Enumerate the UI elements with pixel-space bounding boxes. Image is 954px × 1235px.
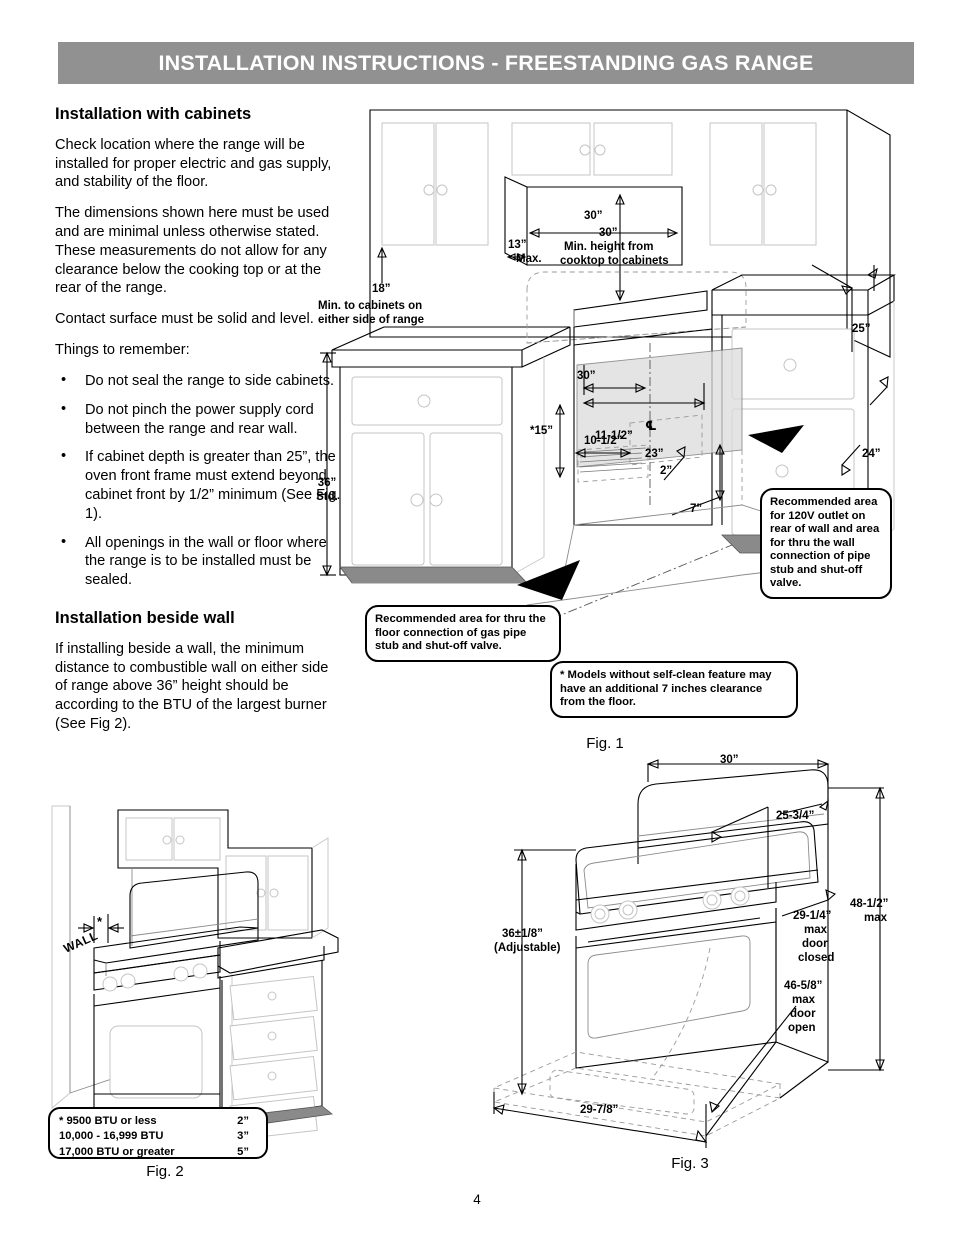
dim-25-3-4in-depth: 25-3/4”	[776, 810, 815, 822]
list-item: • All openings in the wall or floor where…	[55, 534, 343, 590]
dim-46-5-8in-line4: open	[788, 1022, 816, 1034]
dim-23in: 23”	[645, 448, 664, 460]
bullet-icon: •	[61, 400, 67, 417]
dim-48-1-2in-line1: 48-1/2”	[850, 898, 889, 910]
paragraph-dimensions: The dimensions shown here must be used a…	[55, 205, 330, 297]
list-item: • If cabinet depth is greater than 25”, t…	[55, 448, 343, 523]
dim-18in-note-line1: Min. to cabinets on	[318, 300, 423, 312]
list-item-text: Do not pinch the power supply cord betwe…	[85, 401, 314, 437]
heading-installation-beside-wall: Installation beside wall	[55, 609, 235, 628]
dim-24in: 24”	[862, 448, 881, 460]
paragraph-check-location: Check location where the range will be i…	[55, 136, 332, 191]
dim-29-7-8in-depth: 29-7/8”	[580, 1104, 619, 1116]
list-item-text: Do not seal the range to side cabinets.	[85, 372, 335, 389]
dim-46-5-8in-line2: max	[792, 994, 816, 1006]
btu-label: * 9500 BTU or less	[59, 1115, 157, 1127]
figure-3-drawing	[492, 759, 885, 1148]
paragraph-contact-surface: Contact surface must be solid and level.	[55, 311, 314, 328]
dim-29-1-4in-line1: 29-1/4”	[793, 910, 832, 922]
btu-label: 10,000 - 16,999 BTU	[59, 1130, 164, 1143]
dim-36in-adjustable-line1: 36±1/8”	[502, 928, 543, 940]
page-title: INSTALLATION INSTRUCTIONS - FREESTANDING…	[158, 50, 814, 75]
callout-120v-outlet: Recommended area for 120V outlet on rear…	[760, 488, 892, 599]
list-item-text: If cabinet depth is greater than 25”, th…	[85, 449, 341, 522]
page-number: 4	[473, 1192, 481, 1207]
figure-3: 30” 25-3/4” 48-1/2” max 36±1/8” (Adjusta…	[480, 752, 920, 1152]
centerline-symbol: ℄	[645, 418, 657, 433]
callout-self-clean-note: * Models without self-clean feature may …	[550, 661, 798, 718]
callout-floor-gas-connection: Recommended area for thru the floor conn…	[365, 605, 561, 662]
btu-value: 3”	[237, 1130, 249, 1143]
table-row: 17,000 BTU or greater 5”	[59, 1145, 257, 1160]
figure-3-caption: Fig. 3	[671, 1155, 709, 1172]
dim-29-1-4in-line4: closed	[798, 952, 835, 964]
dim-18in: 18”	[372, 283, 391, 295]
dim-46-5-8in-line3: door	[790, 1008, 816, 1020]
table-row: 10,000 - 16,999 BTU 3”	[59, 1129, 257, 1144]
btu-value: 5”	[237, 1145, 249, 1158]
dim-30in-soffit-width: 30”	[584, 210, 603, 222]
dim-36in-std-line1: 36”	[317, 477, 337, 489]
dim-13in-max: Max.	[516, 253, 542, 265]
bullet-icon: •	[61, 448, 67, 465]
dim-2in: 2”	[660, 465, 673, 477]
left-text-column: Installation with cabinets Check locatio…	[55, 105, 343, 746]
dim-29-1-4in-line2: max	[804, 924, 828, 936]
figure-1: 18” Min. to cabinets on either side of r…	[312, 105, 912, 765]
dim-11-1-2in: 11-1/2”	[595, 430, 633, 442]
paragraph-beside-wall: If installing beside a wall, the minimum…	[55, 640, 329, 733]
btu-label: 17,000 BTU or greater	[59, 1145, 175, 1158]
bullet-icon: •	[61, 533, 67, 550]
btu-clearance-table: * 9500 BTU or less 2” 10,000 - 16,999 BT…	[48, 1107, 268, 1159]
list-item-text: All openings in the wall or floor where …	[85, 534, 327, 589]
dim-10-1-2in: 10-1/2”	[584, 435, 623, 447]
dim-min-height-note-line1: Min. height from	[564, 241, 654, 253]
list-item: • Do not pinch the power supply cord betw…	[55, 401, 343, 439]
dim-18in-note-line2: either side of range	[318, 314, 425, 326]
dim-min-height-note-line2: cooktop to cabinets	[560, 255, 669, 267]
list-item: • Do not seal the range to side cabinets.	[55, 372, 343, 391]
dim-36in-adjustable-line2: (Adjustable)	[494, 942, 561, 954]
dim-30in-counter: 30”	[577, 370, 596, 382]
heading-installation-with-cabinets: Installation with cabinets	[55, 105, 252, 123]
dim-36in-std-line2: Std.	[316, 491, 338, 503]
dim-asterisk-clearance: *	[97, 914, 103, 929]
dim-29-1-4in-line3: door	[802, 938, 828, 950]
dim-30in-width: 30”	[720, 754, 739, 766]
dim-46-5-8in-line1: 46-5/8”	[784, 980, 823, 992]
page-header-bar: INSTALLATION INSTRUCTIONS - FREESTANDING…	[58, 42, 914, 84]
dim-7in: 7”	[690, 503, 703, 515]
dim-15in: *15”	[530, 425, 554, 437]
figure-1-caption: Fig. 1	[586, 735, 624, 752]
dim-13in: 13”	[508, 239, 527, 251]
dim-30in-min-height: 30”	[599, 227, 618, 239]
table-row: * 9500 BTU or less 2”	[59, 1114, 257, 1129]
dim-48-1-2in-line2: max	[864, 912, 888, 924]
figure-1-drawing	[320, 109, 897, 626]
bullet-icon: •	[61, 371, 67, 388]
figure-2-caption: Fig. 2	[146, 1163, 184, 1180]
remember-bullet-list: • Do not seal the range to side cabinets.…	[55, 372, 343, 590]
btu-value: 2”	[237, 1115, 249, 1127]
paragraph-things-to-remember: Things to remember:	[55, 342, 190, 359]
dim-25in: 25”	[852, 323, 871, 335]
